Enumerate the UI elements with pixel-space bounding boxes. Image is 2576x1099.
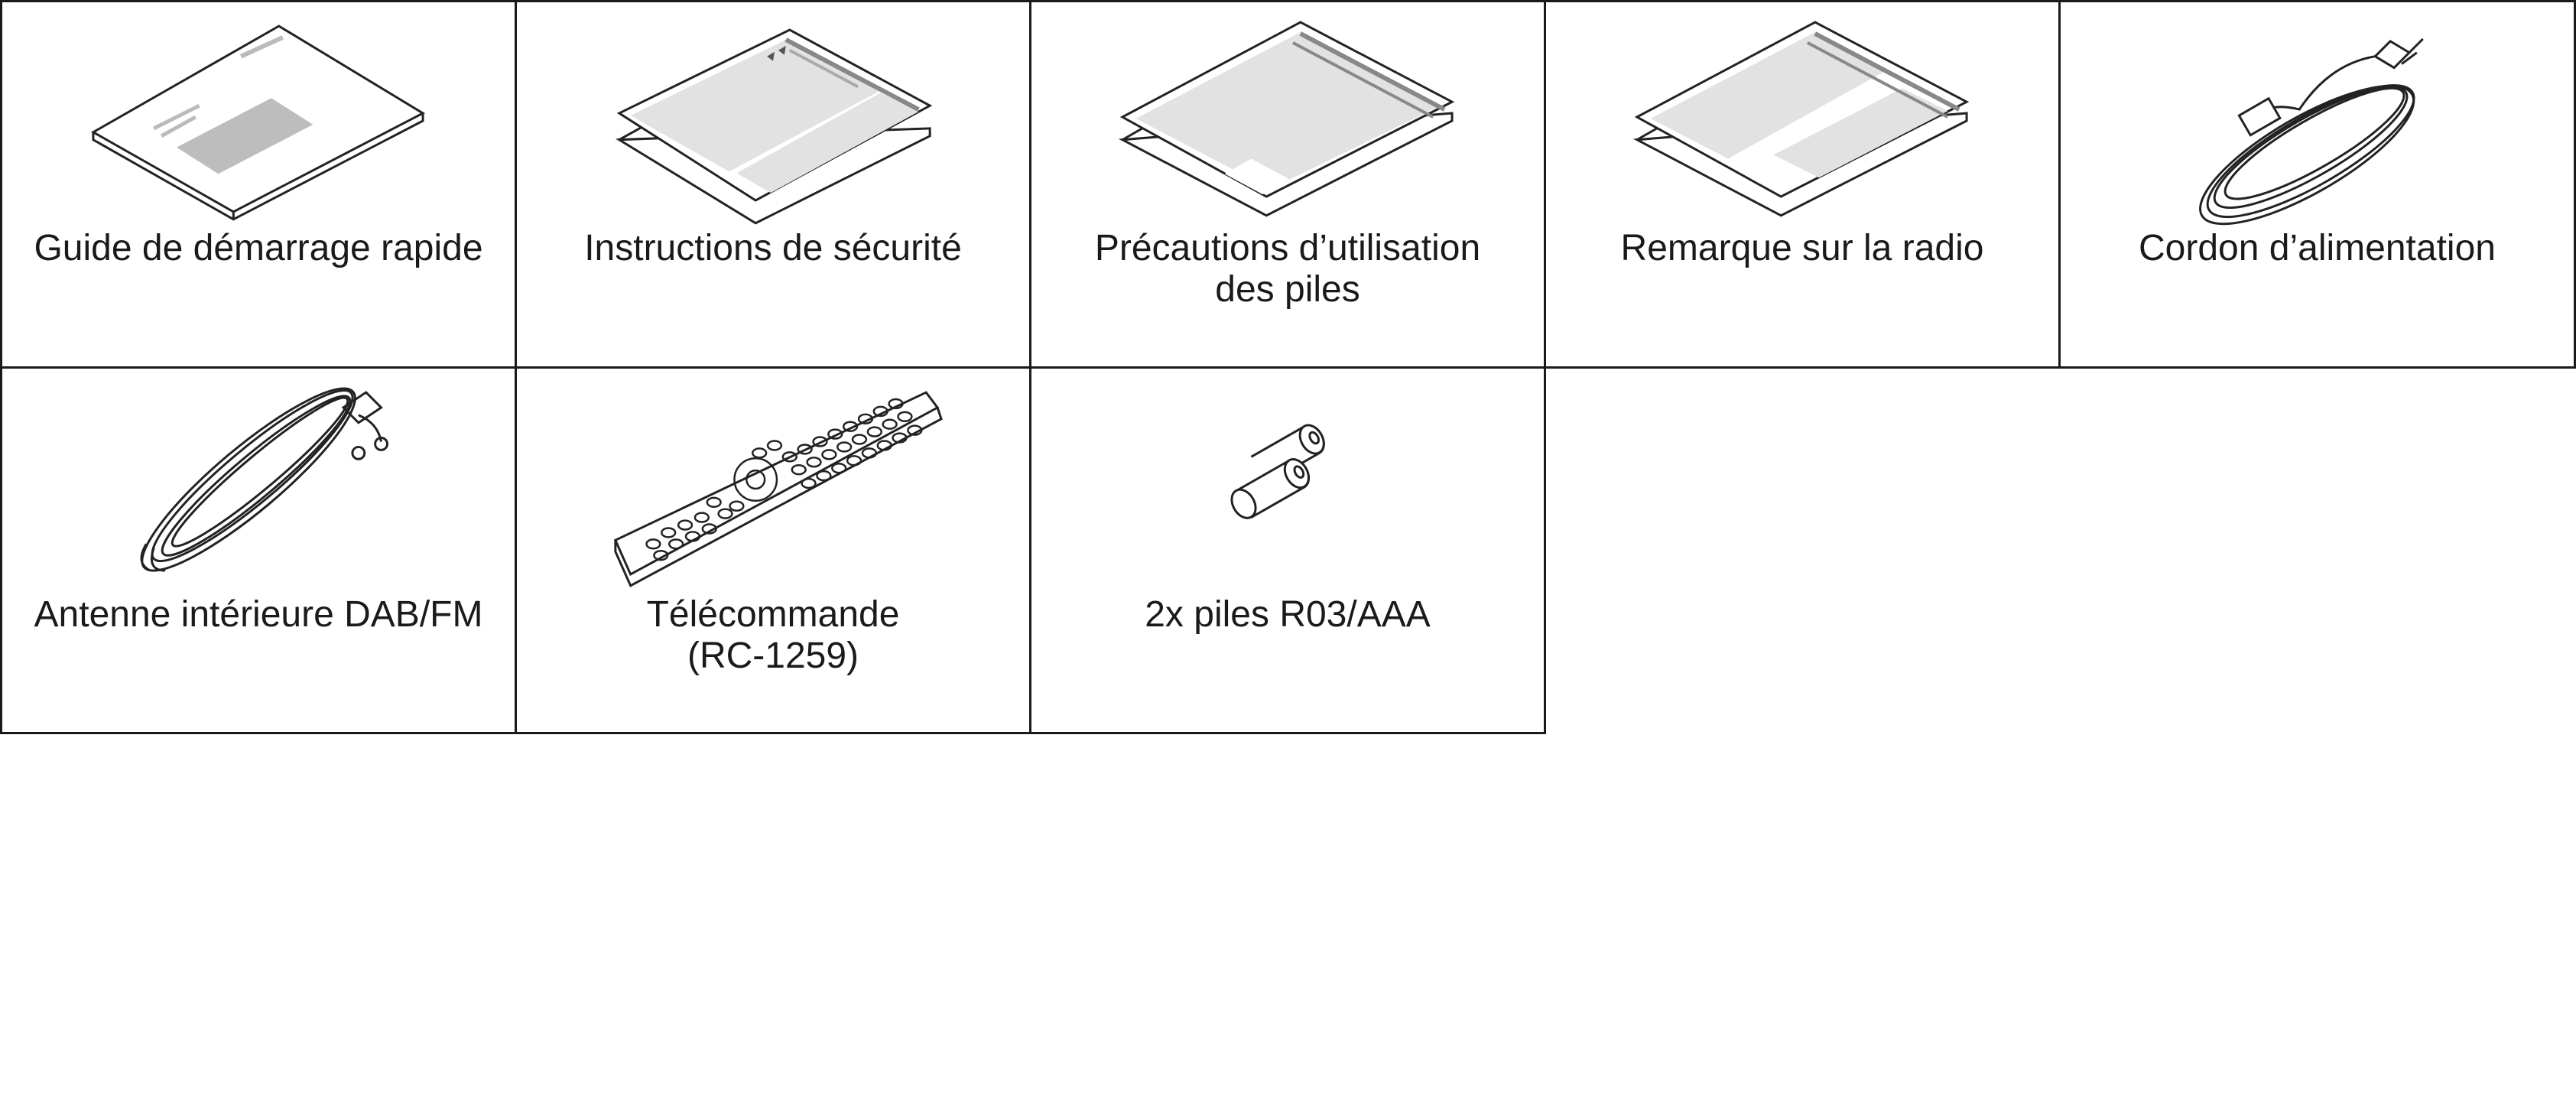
caption-line1: Remarque sur la radio [1620,228,1984,268]
aaa-batteries-icon [1031,369,1544,598]
safety-instructions-icon [517,2,1029,232]
caption-line1: Précautions d’utilisation [1094,228,1481,268]
radio-notes-icon [1546,2,2058,232]
dab-fm-antenna-icon [2,369,515,598]
accessory-cell-power-cord: Cordon d’alimentation [2058,0,2576,369]
remote-control-icon [517,369,1029,598]
quick-start-guide-icon [2,2,515,232]
power-cord-icon [2061,2,2574,232]
caption-line1: Cordon d’alimentation [2139,228,2496,268]
caption-line1: Télécommande [646,594,900,635]
caption-line1: Guide de démarrage rapide [34,228,483,268]
caption-line1: Antenne intérieure DAB/FM [34,594,483,635]
accessory-cell-safety-instructions: Instructions de sécurité [515,0,1031,369]
caption-line1: Instructions de sécurité [584,228,962,268]
accessory-cell-remote-control: Télécommande (RC-1259) [515,366,1031,734]
accessory-cell-battery-precautions: Précautions d’utilisation des piles [1029,0,1546,369]
accessory-cell-dab-fm-antenna: Antenne intérieure DAB/FM [0,366,517,734]
caption-line1: 2x piles R03/AAA [1145,594,1431,635]
accessory-cell-quick-start-guide: Guide de démarrage rapide [0,0,517,369]
accessory-cell-aaa-batteries: 2x piles R03/AAA [1029,366,1546,734]
caption-line2: (RC-1259) [687,636,859,676]
caption-line2: des piles [1215,269,1360,310]
battery-precautions-icon [1031,2,1544,232]
accessory-cell-radio-notes: Remarque sur la radio [1544,0,2061,369]
